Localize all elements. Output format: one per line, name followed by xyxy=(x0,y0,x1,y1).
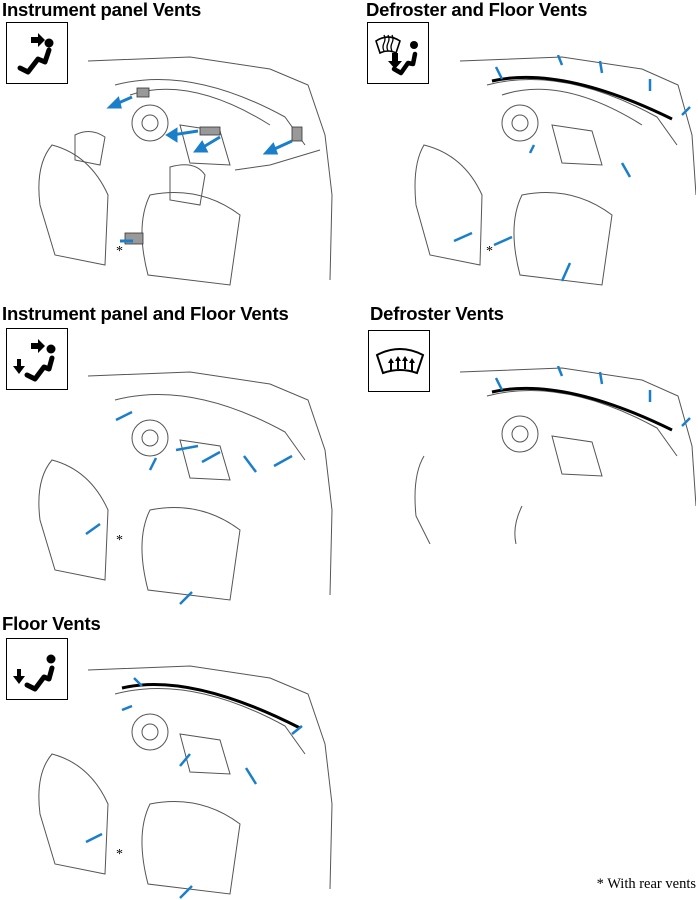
car-interior-illustration xyxy=(38,665,333,899)
rear-vent-asterisk: * xyxy=(486,244,493,259)
panel-vents-mode-icon xyxy=(6,22,68,84)
defroster-floor-vents-mode-icon xyxy=(367,22,429,84)
panel-floor-vents-mode-icon xyxy=(6,328,68,390)
section-instrument-panel-vents: Instrument panel Vents xyxy=(2,0,342,295)
section-title: Instrument panel Vents xyxy=(2,0,202,20)
section-title: Floor Vents xyxy=(2,613,101,634)
rear-vents-footnote: * With rear vents xyxy=(596,876,696,892)
rear-vent-asterisk: * xyxy=(116,847,123,862)
section-instrument-panel-and-floor-vents: Instrument panel and Floor Vents * xyxy=(2,304,342,610)
section-title: Defroster and Floor Vents xyxy=(366,0,588,20)
defroster-vents-mode-icon xyxy=(368,330,430,392)
rear-vent-asterisk: * xyxy=(116,533,123,548)
floor-vents-mode-icon xyxy=(6,638,68,700)
car-interior-illustration xyxy=(38,56,333,286)
rear-vent-asterisk: * xyxy=(116,244,123,259)
section-title: Defroster Vents xyxy=(370,303,504,324)
section-floor-vents: Floor Vents * xyxy=(2,614,342,900)
section-defroster-and-floor-vents: Defroster and Floor Vents xyxy=(366,0,696,295)
car-interior-illustration xyxy=(38,371,333,605)
section-defroster-vents: Defroster Vents xyxy=(368,303,696,544)
section-title: Instrument panel and Floor Vents xyxy=(2,303,289,324)
car-interior-illustration xyxy=(414,55,696,286)
car-interior-illustration xyxy=(414,366,696,544)
